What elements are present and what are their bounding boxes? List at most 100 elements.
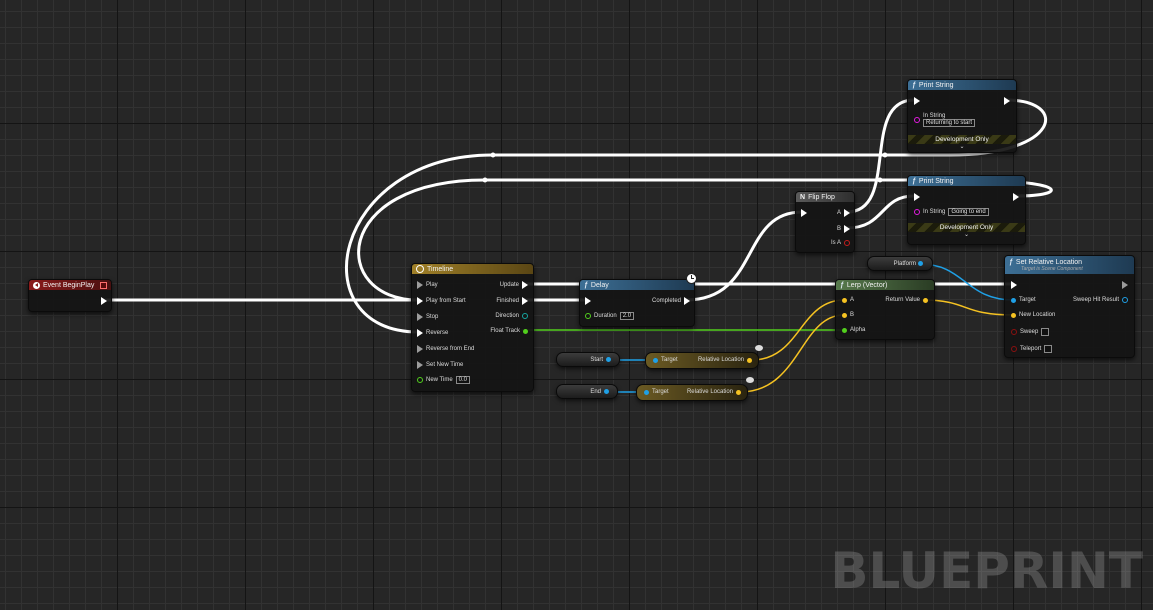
exec-in-pin[interactable] <box>914 97 920 105</box>
end-variable-node[interactable]: End <box>556 384 618 399</box>
pin-sweep[interactable]: Sweep <box>1011 328 1050 336</box>
exec-wire <box>845 98 916 214</box>
exec-wire <box>684 210 804 302</box>
reroute-knot <box>482 177 488 183</box>
latent-clock-icon <box>686 273 697 284</box>
pin-reverse[interactable]: Reverse <box>417 329 448 337</box>
pin-stop[interactable]: Stop <box>417 313 438 321</box>
pin-a[interactable]: A <box>842 297 854 303</box>
pin-play[interactable]: Play <box>417 281 438 289</box>
development-only-banner: Development Only <box>908 135 1016 144</box>
node-title: Delay <box>590 281 609 289</box>
in-string-input[interactable]: Going to end <box>948 208 989 216</box>
pin-teleport[interactable]: Teleport <box>1011 345 1053 353</box>
node-subtitle: Target is Scene Component <box>1021 265 1083 272</box>
timeline-node[interactable]: Timeline Play Play from Start Stop Rever… <box>411 263 534 392</box>
expand-chevron-icon[interactable]: ⌄ <box>959 144 965 150</box>
reroute-knot <box>882 152 888 158</box>
sweep-checkbox[interactable] <box>1041 328 1050 336</box>
platform-variable-node[interactable]: Platform <box>867 256 933 271</box>
pin-update[interactable]: Update <box>500 281 528 289</box>
start-variable-node[interactable]: Start <box>556 352 620 367</box>
exec-in-pin[interactable] <box>914 193 920 201</box>
node-title: Print String <box>918 81 954 89</box>
exec-out-pin[interactable] <box>101 297 107 305</box>
pin-relative-location[interactable]: Relative Location <box>687 389 741 395</box>
reroute-knot <box>490 152 496 158</box>
delegate-pin-icon[interactable] <box>100 281 107 289</box>
exec-in-pin[interactable] <box>801 209 807 217</box>
vector-wire <box>751 299 845 361</box>
object-out-pin[interactable] <box>604 389 609 394</box>
object-out-pin[interactable] <box>918 261 923 266</box>
teleport-checkbox[interactable] <box>1044 345 1053 353</box>
node-title: Event BeginPlay <box>43 281 95 289</box>
function-icon: ƒ <box>584 281 588 289</box>
pin-finished[interactable]: Finished <box>496 297 528 305</box>
blueprint-watermark: BLUEPRINT <box>830 542 1143 600</box>
pin-sweep-hit-result[interactable]: Sweep Hit Result <box>1073 297 1128 303</box>
clock-icon <box>416 265 424 273</box>
get-relative-location-node-1[interactable]: Target Relative Location <box>645 352 759 369</box>
get-relative-location-node-2[interactable]: Target Relative Location <box>636 384 748 401</box>
duration-input[interactable]: 2.0 <box>619 312 635 320</box>
pin-b[interactable]: B <box>842 312 854 318</box>
exec-out-pin[interactable] <box>1004 97 1010 105</box>
node-header: ƒ Lerp (Vector) <box>836 280 934 290</box>
pin-completed[interactable]: Completed <box>652 297 690 305</box>
pin-new-location[interactable]: New Location <box>1011 312 1055 318</box>
exec-in-pin[interactable] <box>1011 281 1017 289</box>
function-icon: ƒ <box>912 177 916 185</box>
variable-label: End <box>590 388 601 395</box>
pin-reverse-from-end[interactable]: Reverse from End <box>417 345 474 353</box>
event-icon <box>33 281 40 289</box>
pin-target[interactable]: Target <box>1011 297 1036 303</box>
pure-function-icon <box>755 345 763 351</box>
node-title: Lerp (Vector) <box>846 281 888 289</box>
exec-in-pin[interactable] <box>585 297 591 305</box>
pin-set-new-time[interactable]: Set New Time <box>417 361 463 369</box>
exec-out-pin[interactable] <box>1013 193 1019 201</box>
lerp-vector-node[interactable]: ƒ Lerp (Vector) A B Alpha Return Value <box>835 279 935 340</box>
pin-target[interactable]: Target <box>644 389 669 395</box>
exec-out-pin[interactable] <box>1122 281 1128 289</box>
pin-direction[interactable]: Direction <box>495 313 528 319</box>
expand-chevron-icon[interactable]: ⌄ <box>963 232 970 238</box>
function-icon: ƒ <box>840 281 844 289</box>
pin-alpha[interactable]: Alpha <box>842 327 865 333</box>
flip-flop-node[interactable]: N Flip Flop A B Is A <box>795 191 855 253</box>
exec-wire <box>845 194 916 230</box>
pin-play-from-start[interactable]: Play from Start <box>417 297 466 305</box>
function-icon: ƒ <box>912 81 916 89</box>
object-out-pin[interactable] <box>606 357 611 362</box>
pin-target[interactable]: Target <box>653 357 678 363</box>
pin-a[interactable]: A <box>837 209 850 217</box>
pin-relative-location[interactable]: Relative Location <box>698 357 752 363</box>
in-string-input[interactable]: Returning to start <box>923 119 976 127</box>
node-header: Event BeginPlay <box>29 280 111 290</box>
node-title: Set Relative Location <box>1015 258 1083 266</box>
pin-b[interactable]: B <box>837 225 850 233</box>
node-title: Flip Flop <box>808 193 835 201</box>
variable-label: Platform <box>893 260 916 267</box>
pin-return-value[interactable]: Return Value <box>885 297 928 303</box>
node-header: ƒ Print String <box>908 80 1016 90</box>
node-title: Timeline <box>427 265 454 273</box>
node-header: Timeline <box>412 264 533 274</box>
new-time-input[interactable]: 0.0 <box>455 376 471 384</box>
event-beginplay-node[interactable]: Event BeginPlay <box>28 279 112 312</box>
reroute-knot <box>877 177 883 183</box>
macro-icon: N <box>800 193 806 201</box>
variable-label: Start <box>590 356 603 363</box>
pin-is-a[interactable]: Is A <box>831 240 850 246</box>
pin-float-track[interactable]: Float Track <box>490 328 528 334</box>
